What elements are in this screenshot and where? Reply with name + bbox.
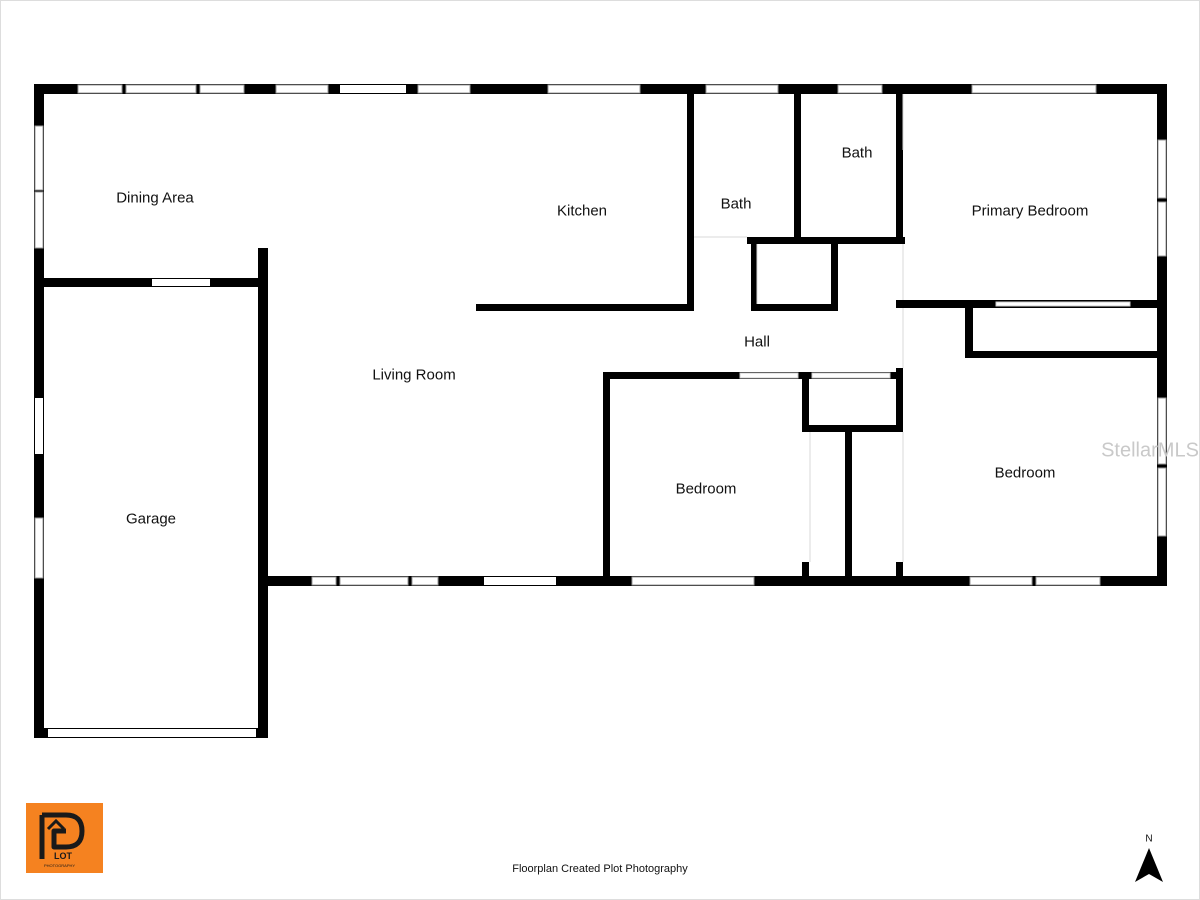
room-label-bath-upper: Bath [841, 144, 873, 162]
watermark: StellarMLS [1101, 439, 1199, 462]
north-label: N [1145, 833, 1153, 845]
door-lines [694, 94, 904, 562]
plot-photography-logo: LOT PHOTOGRAPHY [26, 803, 103, 873]
walls [34, 84, 1167, 738]
room-label-kitchen: Kitchen [556, 202, 608, 220]
room-label-living-room: Living Room [372, 366, 456, 384]
footer-credit: Floorplan Created Plot Photography [512, 863, 688, 875]
logo-tagline-text: PHOTOGRAPHY [44, 863, 75, 868]
room-label-bedroom-right: Bedroom [994, 464, 1056, 482]
openings [34, 84, 1167, 737]
room-label-hall: Hall [744, 333, 770, 351]
room-label-garage: Garage [125, 510, 177, 528]
logo-house-icon: LOT PHOTOGRAPHY [39, 812, 85, 868]
room-label-dining-area: Dining Area [116, 189, 194, 207]
room-label-primary-bedroom: Primary Bedroom [971, 202, 1089, 220]
logo-brand-text: LOT [54, 851, 72, 861]
north-arrow-icon [1135, 848, 1163, 882]
room-label-bedroom-center: Bedroom [675, 480, 737, 498]
room-label-bath-small: Bath [720, 195, 752, 213]
